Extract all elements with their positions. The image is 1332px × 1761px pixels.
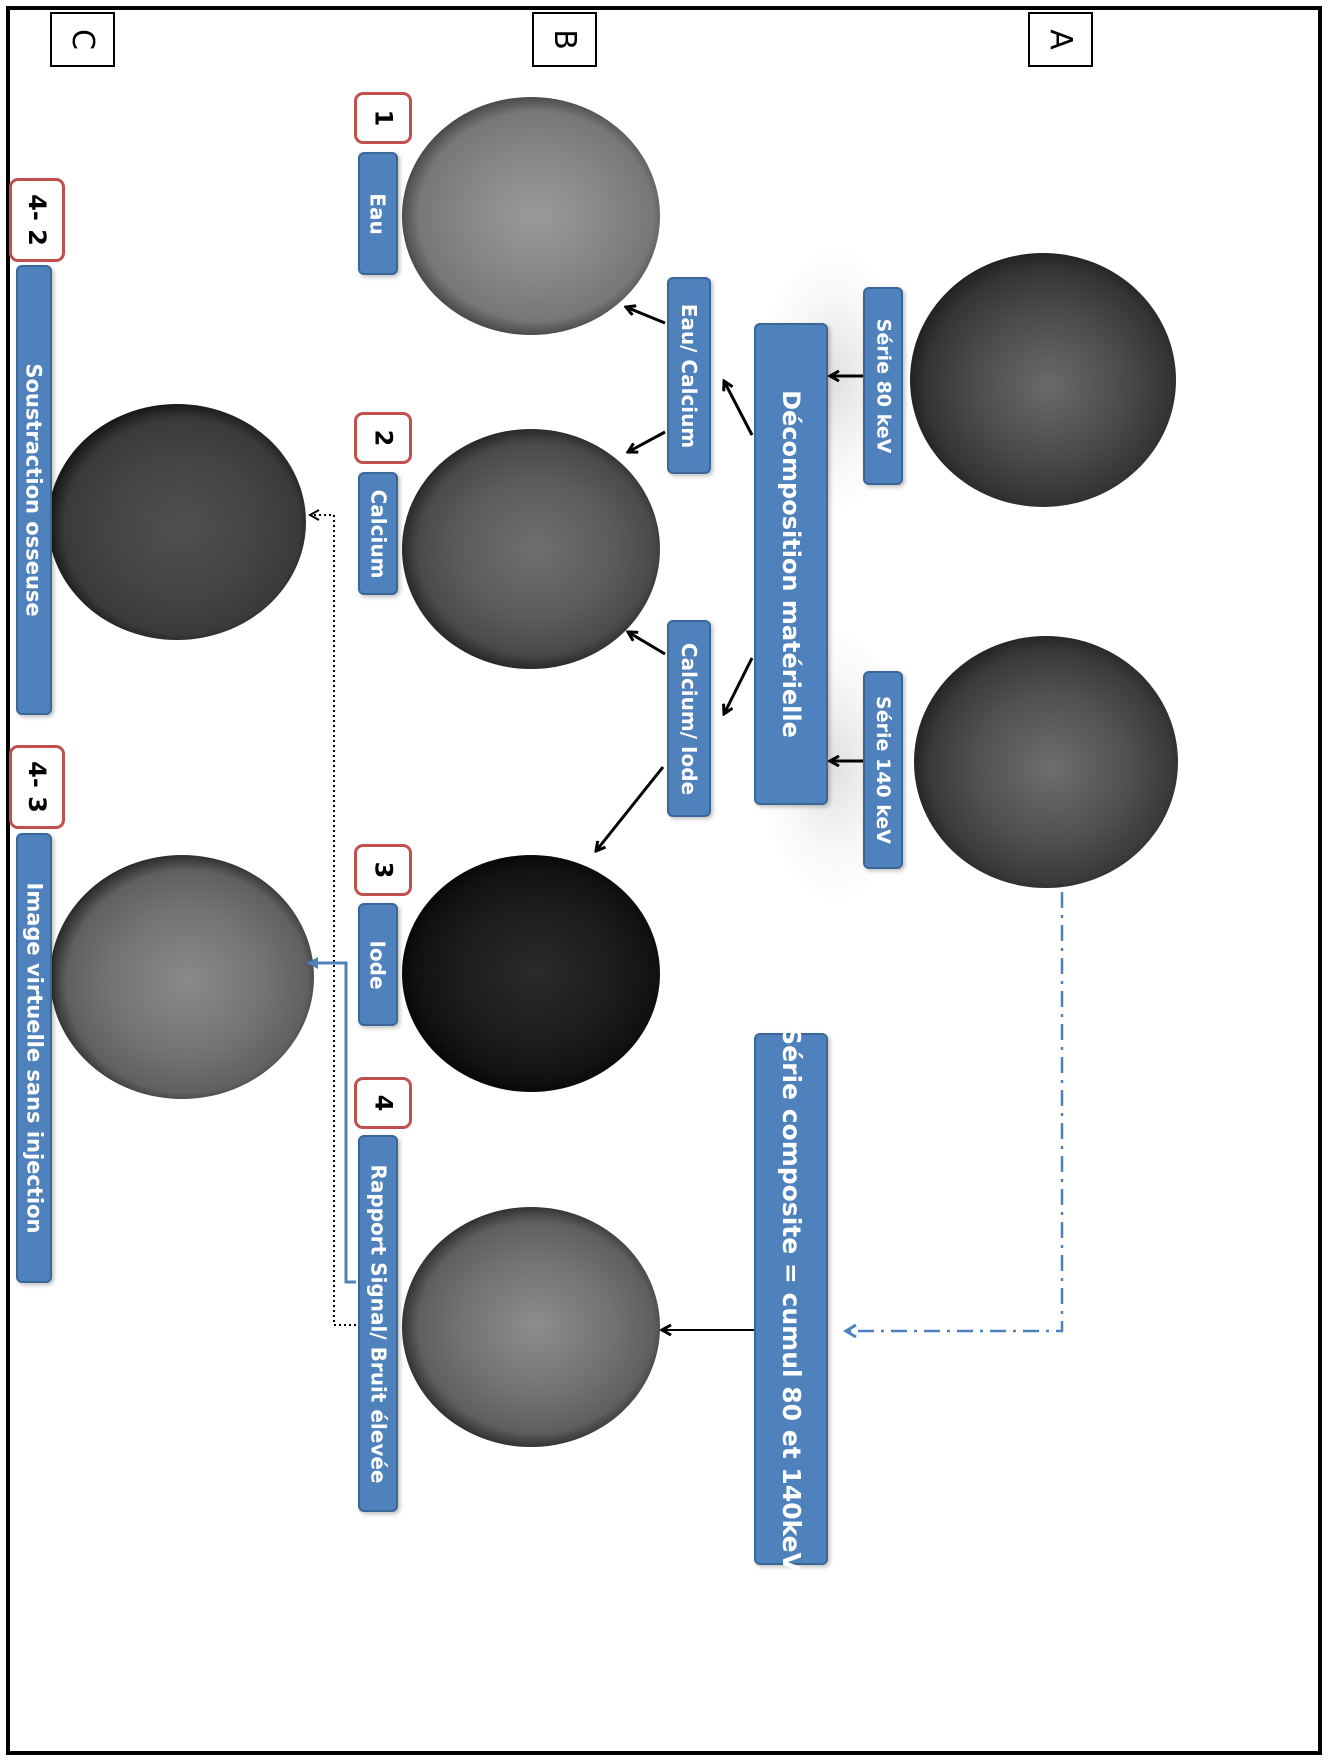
figure-frame [6,6,1322,1755]
section-label-a: A [1028,12,1093,67]
number-badge-2: 2 [354,412,412,464]
decomposition-materielle-box: Décomposition matérielle [754,323,828,805]
arrow-eau-calcium-to-eau [626,307,666,325]
arrow-eau-calcium-to-calcium [628,430,666,452]
image-virtuelle-label: Image virtuelle sans injection [16,833,52,1283]
arrow-to-image-virtuelle [307,957,356,1284]
ct-scan-80kev [910,253,1176,507]
section-label-b: B [532,12,597,67]
output-label-eau: Eau [358,152,398,275]
ct-scan-soustraction [48,404,306,640]
number-badge-1: 1 [354,92,412,144]
arrow-140kev-to-composite [846,892,1064,1331]
serie-composite-box: Série composite = cumul 80 et 140keV [754,1027,828,1571]
section-label-c: C [50,12,115,67]
soustraction-osseuse-label: Soustraction osseuse [16,265,52,715]
arrow-calcium-iode-to-calcium [628,632,666,656]
output-label-iode: Iode [358,903,398,1026]
calcium-iode-box: Calcium/ Iode [667,620,711,817]
arrow-calcium-iode-to-iode [596,766,665,851]
ct-scan-140kev [914,636,1178,888]
output-label-snr: Rapport Signal/ Bruit élevée [358,1135,398,1512]
serie-80kev-label: Série 80 keV [863,287,903,485]
output-label-calcium: Calcium [358,472,398,595]
arrow-to-soustraction [310,515,356,1326]
arrow-decomposition-to-calcium-iode [724,657,754,714]
ct-scan-calcium [402,429,660,669]
serie-140kev-label: Série 140 keV [863,671,903,869]
ct-scan-snr [402,1207,660,1447]
ct-scan-iode [402,855,660,1092]
number-badge-3: 3 [354,844,412,896]
eau-calcium-box: Eau/ Calcium [667,277,711,474]
number-badge-4-3: 4- 3 [9,745,65,829]
arrow-decomposition-to-eau-calcium [724,381,754,436]
ct-scan-eau [402,97,660,335]
number-badge-4-2: 4- 2 [9,178,65,262]
number-badge-4: 4 [354,1077,412,1129]
ct-scan-virtuelle [50,855,314,1099]
